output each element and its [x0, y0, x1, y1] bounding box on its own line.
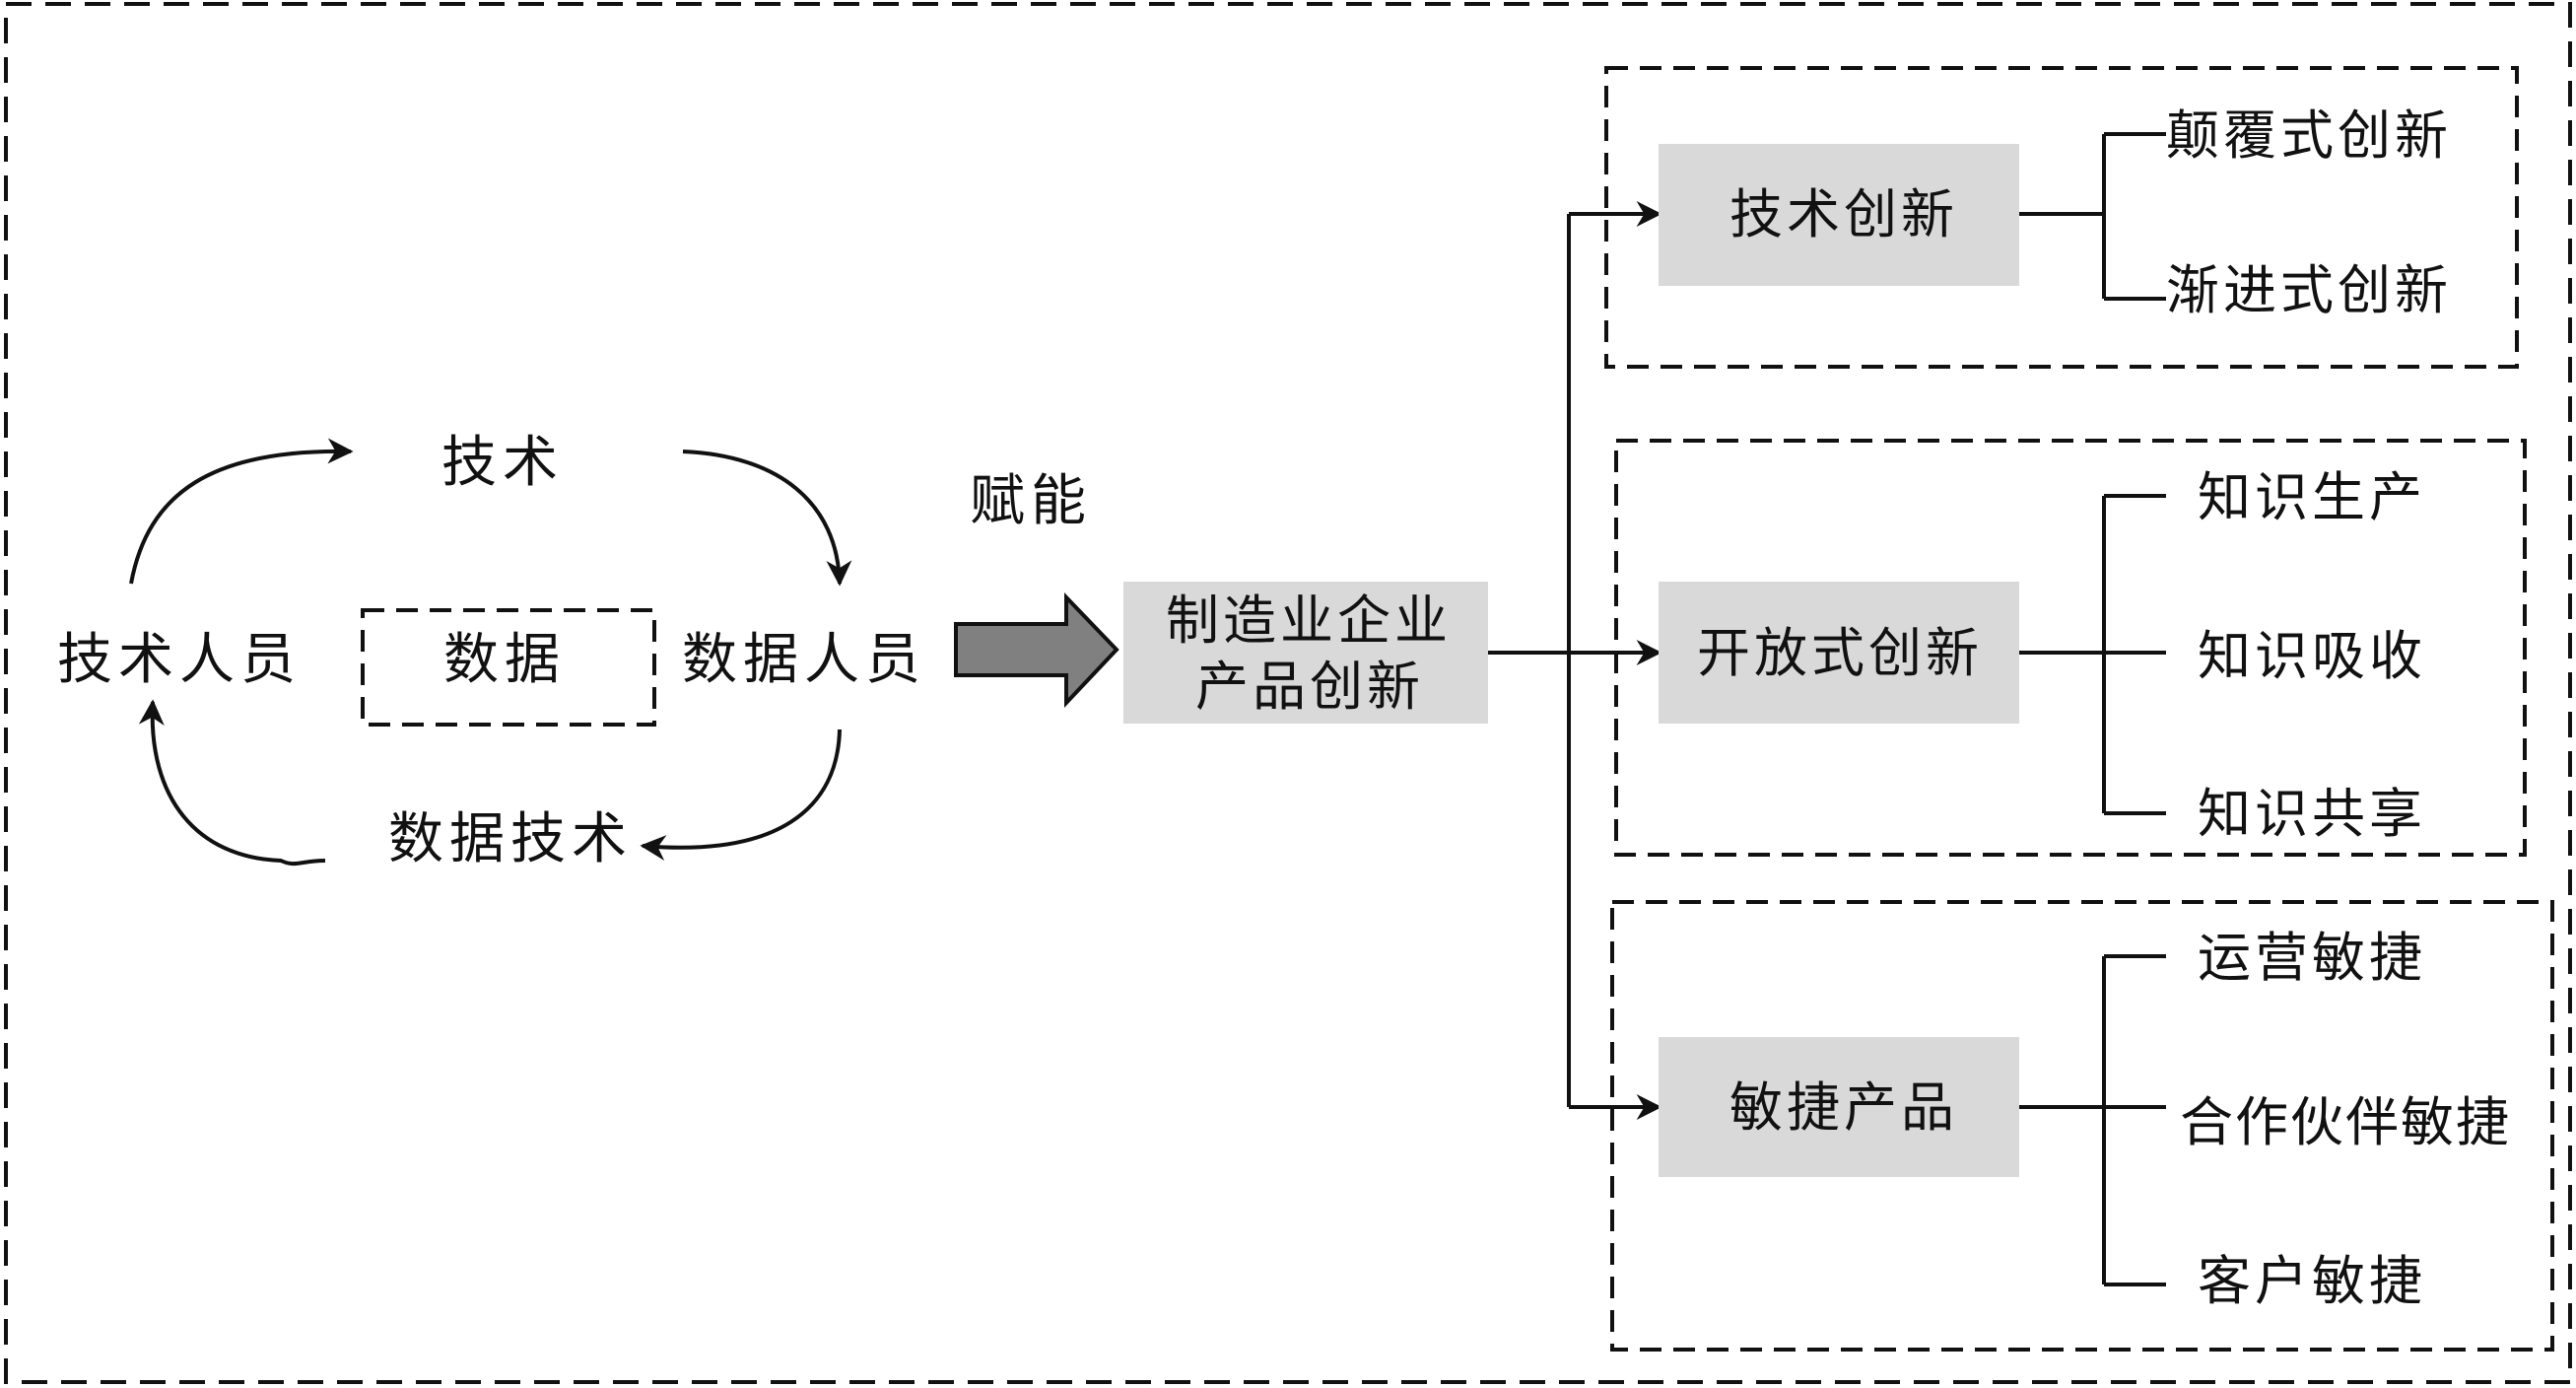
group-tech-item-2: 渐进式创新 [2166, 259, 2452, 321]
core-box [1123, 582, 1488, 724]
cycle-bottom-label: 数据技术 [388, 807, 633, 871]
cycle-top-label: 技术 [441, 431, 564, 495]
group-tech-title-box [1659, 144, 2019, 286]
group-agile-title-box [1659, 1037, 2019, 1177]
group-open-item-3: 知识共享 [2198, 783, 2426, 845]
group-agile-title: 敏捷产品 [1729, 1076, 1958, 1139]
group-tech-item-1: 颠覆式创新 [2166, 104, 2452, 167]
arrow-left-to-top [129, 438, 354, 585]
group-open-title-box [1659, 582, 2019, 724]
arrow-right-to-bottom [640, 729, 842, 861]
group-open-item-1: 知识生产 [2198, 466, 2426, 528]
core-line1: 制造业企业 [1166, 590, 1452, 652]
outer-frame [4, 2, 2572, 1384]
cycle-left-label: 技术人员 [57, 628, 302, 692]
enable-big-arrow [954, 592, 1119, 709]
group-agile-frame [1610, 900, 2554, 1352]
group-open-item-2: 知识吸收 [2198, 625, 2426, 687]
group-tech-title: 技术创新 [1729, 183, 1958, 245]
cycle-center-label: 数据 [443, 628, 566, 692]
core-line2: 产品创新 [1195, 656, 1424, 718]
data-center-box [361, 608, 656, 727]
cycle-right-label: 数据人员 [682, 628, 926, 692]
group-open-frame [1614, 439, 2527, 857]
enable-label: 赋能 [970, 469, 1092, 533]
arrow-bottom-to-left [138, 699, 326, 867]
arrow-top-to-right [682, 450, 852, 587]
group-open-title: 开放式创新 [1697, 622, 1983, 684]
group-tech-frame [1604, 66, 2519, 369]
group-agile-item-2: 合作伙伴敏捷 [2180, 1091, 2511, 1153]
group-agile-item-3: 客户敏捷 [2198, 1250, 2426, 1312]
group-agile-item-1: 运营敏捷 [2198, 927, 2426, 989]
